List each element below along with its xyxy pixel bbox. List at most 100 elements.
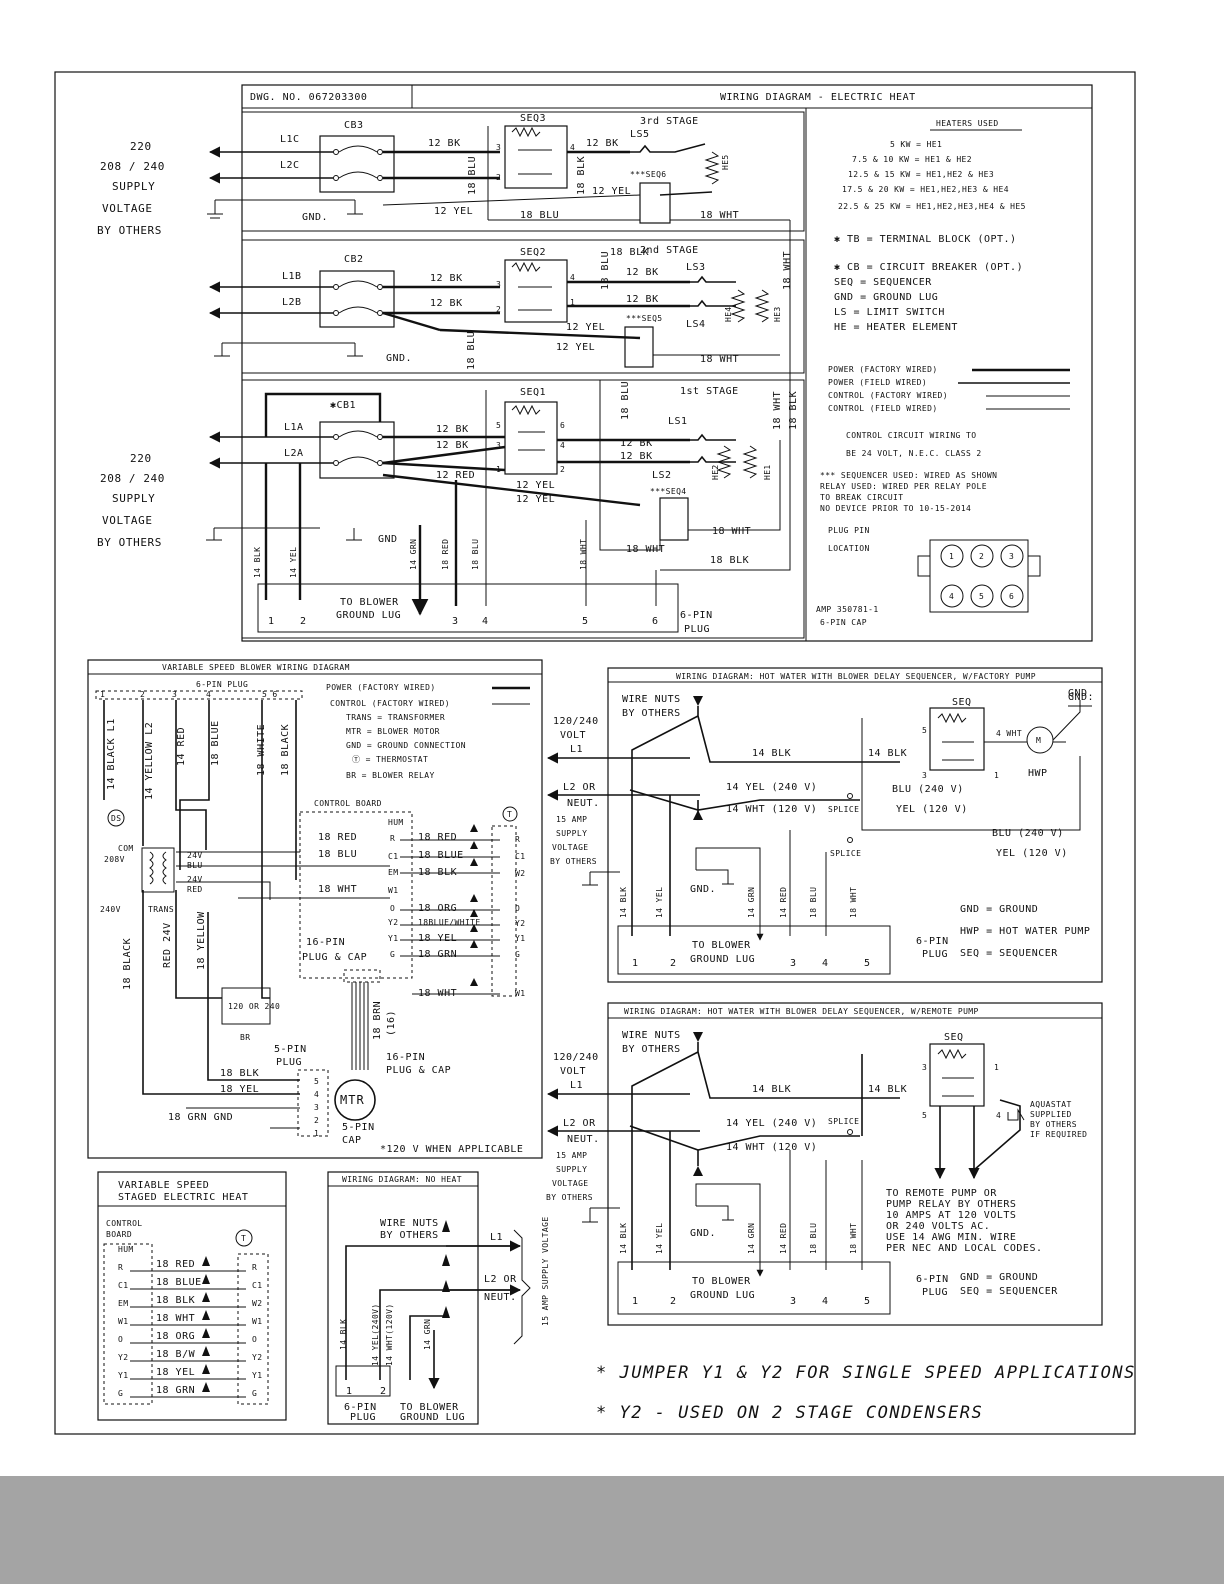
svg-text:4: 4 xyxy=(570,143,575,152)
svg-text:18 BLUE: 18 BLUE xyxy=(156,1277,202,1288)
seq4-sequencer xyxy=(659,497,689,541)
svg-text:BR = BLOWER RELAY: BR = BLOWER RELAY xyxy=(346,771,435,780)
svg-text:LS = LIMIT SWITCH: LS = LIMIT SWITCH xyxy=(834,307,945,318)
svg-text:R: R xyxy=(390,834,395,843)
svg-text:WIRING DIAGRAM: HOT WATER WITH: WIRING DIAGRAM: HOT WATER WITH BLOWER DE… xyxy=(676,672,1036,681)
svg-text:R: R xyxy=(118,1263,123,1272)
svg-text:HE3: HE3 xyxy=(773,306,782,322)
svg-text:BY OTHERS: BY OTHERS xyxy=(622,708,681,719)
svg-text:BY OTHERS: BY OTHERS xyxy=(546,1193,593,1202)
svg-text:SEQ = SEQUENCER: SEQ = SEQUENCER xyxy=(834,277,932,288)
svg-text:Y1: Y1 xyxy=(118,1371,128,1380)
svg-text:6-PIN: 6-PIN xyxy=(680,610,713,621)
svg-text:2: 2 xyxy=(560,465,565,474)
svg-text:5: 5 xyxy=(922,726,927,735)
svg-text:PUMP RELAY BY OTHERS: PUMP RELAY BY OTHERS xyxy=(886,1199,1016,1210)
svg-text:10 AMPS AT 120 VOLTS: 10 AMPS AT 120 VOLTS xyxy=(886,1210,1016,1221)
svg-text:5: 5 xyxy=(496,421,501,430)
svg-text:208 / 240: 208 / 240 xyxy=(100,160,165,173)
svg-text:GND.: GND. xyxy=(690,1228,716,1239)
svg-text:12 BK: 12 BK xyxy=(620,451,653,462)
note-y2: * Y2 - USED ON 2 STAGE CONDENSERS xyxy=(596,1403,983,1423)
svg-text:STAGED ELECTRIC HEAT: STAGED ELECTRIC HEAT xyxy=(118,1192,248,1203)
svg-text:4 WHT: 4 WHT xyxy=(996,729,1022,738)
abbreviation-legend: ✱ TB = TERMINAL BLOCK (OPT.) ✱ CB = CIRC… xyxy=(834,234,1023,333)
svg-text:OR 240 VOLTS AC.: OR 240 VOLTS AC. xyxy=(886,1221,990,1232)
svg-text:18 RED: 18 RED xyxy=(441,539,450,570)
svg-text:G: G xyxy=(118,1389,123,1398)
svg-text:GND.: GND. xyxy=(386,353,412,364)
svg-text:18 B/W: 18 B/W xyxy=(156,1349,196,1360)
svg-text:18 BLU: 18 BLU xyxy=(809,887,818,918)
svg-text:1: 1 xyxy=(496,465,501,474)
svg-text:3: 3 xyxy=(496,280,501,289)
svg-text:VOLTAGE: VOLTAGE xyxy=(102,514,153,527)
svg-text:✱ TB = TERMINAL BLOCK (OP: ✱ TB = TERMINAL BLOCK (OPT.) xyxy=(834,234,1017,245)
svg-text:14 BLK: 14 BLK xyxy=(868,1084,907,1095)
staged-right-terminals: R C1 W2 W1 O Y2 Y1 G xyxy=(252,1263,262,1398)
thermostat-terminals xyxy=(491,825,517,997)
svg-text:120 OR 240: 120 OR 240 xyxy=(228,1002,280,1011)
svg-text:WIRING DIAGRAM: NO HEAT: WIRING DIAGRAM: NO HEAT xyxy=(342,1175,462,1184)
svg-text:L2 OR: L2 OR xyxy=(563,1118,596,1129)
svg-text:TRANS: TRANS xyxy=(148,905,174,914)
svg-text:L1A: L1A xyxy=(284,422,304,433)
svg-text:(16): (16) xyxy=(386,1010,397,1036)
svg-text:L1B: L1B xyxy=(282,271,302,282)
svg-text:6: 6 xyxy=(560,421,565,430)
svg-text:Y2: Y2 xyxy=(388,918,398,927)
svg-text:1: 1 xyxy=(346,1386,353,1397)
svg-text:14 RED: 14 RED xyxy=(779,1223,788,1254)
hot-water-remote-pump-panel: WIRING DIAGRAM: HOT WATER WITH BLOWER DE… xyxy=(546,1002,1103,1326)
svg-text:POWER (FIELD WIRED): POWER (FIELD WIRED) xyxy=(828,378,927,387)
svg-text:14 BLK: 14 BLK xyxy=(752,748,791,759)
staged-left-terminals: HUM R C1 EM W1 O Y2 Y1 G xyxy=(118,1245,133,1398)
svg-text:14 YEL (240 V): 14 YEL (240 V) xyxy=(726,782,817,793)
svg-text:14 GRN: 14 GRN xyxy=(409,539,418,570)
svg-text:18 BLUE: 18 BLUE xyxy=(210,720,221,766)
svg-text:TO BLOWER: TO BLOWER xyxy=(400,1402,459,1413)
svg-text:14 YELLOW L2: 14 YELLOW L2 xyxy=(144,722,155,800)
svg-text:4: 4 xyxy=(996,1111,1001,1120)
svg-text:4: 4 xyxy=(570,273,575,282)
svg-text:18 BRN: 18 BRN xyxy=(372,1001,383,1040)
plug-pins-bottom: 1 2 3 4 5 6 xyxy=(268,616,658,627)
svg-text:18 BLK: 18 BLK xyxy=(710,555,749,566)
svg-text:PLUG PIN: PLUG PIN xyxy=(828,526,870,535)
remote-pump-note: TO REMOTE PUMP OR PUMP RELAY BY OTHERS 1… xyxy=(886,1188,1042,1254)
svg-text:SUPPLY: SUPPLY xyxy=(112,492,155,505)
svg-text:18 WHT: 18 WHT xyxy=(849,1223,858,1254)
svg-text:SEQ = SEQUENCER: SEQ = SEQUENCER xyxy=(960,948,1058,959)
svg-text:Y2: Y2 xyxy=(118,1353,128,1362)
svg-text:SUPPLIED: SUPPLIED xyxy=(1030,1110,1072,1119)
svg-text:GND = GROUND LUG: GND = GROUND LUG xyxy=(834,292,938,303)
svg-text:18 YEL: 18 YEL xyxy=(156,1367,195,1378)
svg-text:24V: 24V xyxy=(187,875,203,884)
svg-text:W1: W1 xyxy=(252,1317,262,1326)
svg-text:BLU (240 V): BLU (240 V) xyxy=(992,828,1064,839)
svg-text:18 RED: 18 RED xyxy=(156,1259,195,1270)
svg-text:VOLTAGE: VOLTAGE xyxy=(552,843,589,852)
svg-text:3: 3 xyxy=(790,958,797,969)
svg-text:18 BLK: 18 BLK xyxy=(156,1295,195,1306)
svg-text:1: 1 xyxy=(268,616,275,627)
svg-text:CONTROL CIRCUIT WIRING TO: CONTROL CIRCUIT WIRING TO xyxy=(846,431,976,440)
svg-text:14 BLACK L1: 14 BLACK L1 xyxy=(106,718,117,790)
svg-text:GND = GROUND CONNECTION: GND = GROUND CONNECTION xyxy=(346,741,466,750)
svg-text:2: 2 xyxy=(380,1386,387,1397)
svg-text:NEUT.: NEUT. xyxy=(567,798,600,809)
svg-text:HEATERS USED: HEATERS USED xyxy=(936,119,999,128)
svg-text:14 WHT(120V): 14 WHT(120V) xyxy=(385,1303,394,1366)
svg-text:BY OTHERS: BY OTHERS xyxy=(622,1044,681,1055)
stage3-label: 3rd STAGE xyxy=(640,116,699,127)
svg-text:EM: EM xyxy=(118,1299,128,1308)
svg-text:BY OTHERS: BY OTHERS xyxy=(380,1230,439,1241)
svg-text:PLUG: PLUG xyxy=(276,1057,302,1068)
svg-text:COM: COM xyxy=(118,844,134,853)
svg-text:G: G xyxy=(515,950,520,959)
svg-text:208 / 240: 208 / 240 xyxy=(100,472,165,485)
svg-text:12 BK: 12 BK xyxy=(436,440,469,451)
svg-text:4: 4 xyxy=(314,1090,319,1099)
svg-text:HUM: HUM xyxy=(388,818,404,827)
svg-text:L2A: L2A xyxy=(284,448,304,459)
